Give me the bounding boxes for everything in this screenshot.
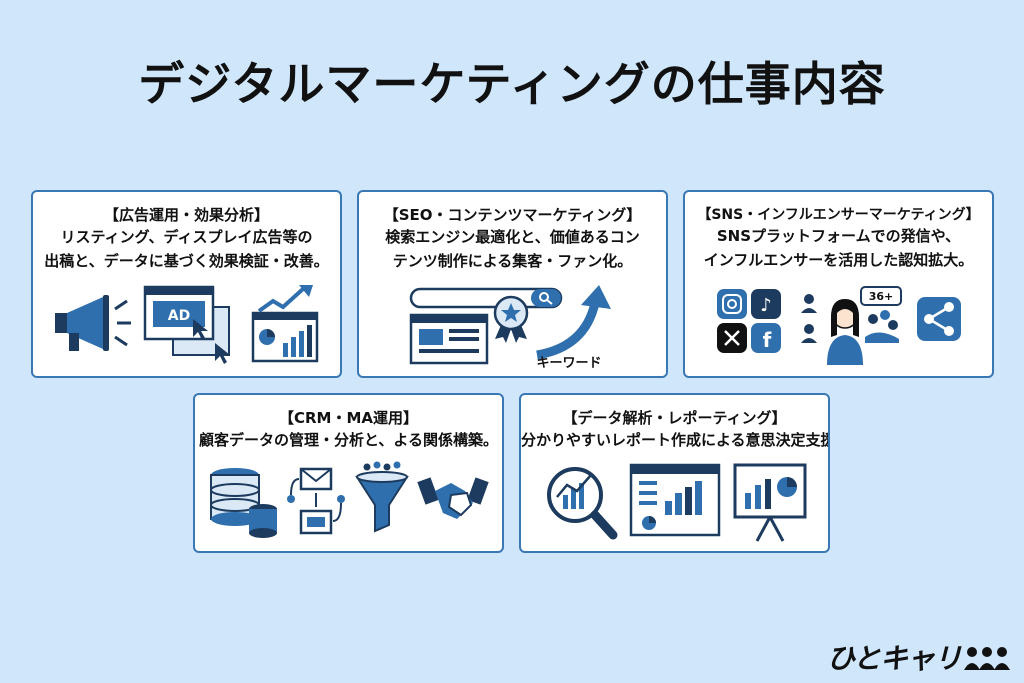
- logo-text: ひとキャリ: [826, 642, 962, 675]
- instagram-icon: [717, 289, 747, 319]
- card-heading: 【SNS・インフルエンサーマーケティング】: [697, 207, 980, 223]
- card-illustration: キーワード: [409, 285, 611, 371]
- card-description-line: 検索エンジン最適化と、価値あるコン: [385, 228, 640, 246]
- presentation-board-icon: [733, 463, 807, 542]
- card-description-line: SNSプラットフォームでの発信や、: [716, 227, 961, 245]
- card-heading: 【データ解析・レポーティング】: [562, 409, 787, 427]
- svg-text:f: f: [763, 328, 772, 352]
- email-flow-icon: [287, 467, 345, 535]
- badge-icon: [493, 295, 529, 343]
- card-illustration: AD: [55, 285, 319, 364]
- page-title: デジタルマーケティングの仕事内容: [138, 57, 886, 111]
- webpage-icon: [409, 313, 489, 365]
- share-icon: [917, 297, 961, 341]
- svg-text:♪: ♪: [760, 295, 772, 316]
- ad-label: AD: [168, 308, 190, 324]
- growth-chart-icon: [251, 285, 319, 363]
- follower-count: 36+: [869, 290, 894, 303]
- brand-logo: ひとキャリ: [827, 637, 1010, 677]
- card-heading: 【CRM・MA運用】: [278, 409, 419, 427]
- card-illustration: [547, 463, 807, 542]
- x-icon: [717, 323, 747, 353]
- card-description-line: 分かりやすいレポート作成による意思決定支援。: [521, 431, 830, 449]
- keyword-label: キーワード: [536, 356, 601, 371]
- card-heading: 【SEO・コンテンツマーケティング】: [383, 206, 642, 224]
- card-data-analysis: 【データ解析・レポーティング】 分かりやすいレポート作成による意思決定支援。: [519, 393, 830, 553]
- search-bar-icon: [409, 287, 563, 309]
- card-heading: 【広告運用・効果分析】: [103, 206, 269, 224]
- database-icon: [210, 468, 277, 538]
- card-description-line: テンツ制作による集客・ファン化。: [392, 252, 633, 270]
- card-crm-ma: 【CRM・MA運用】 顧客データの管理・分析と、よる関係構築。: [193, 393, 504, 553]
- dashboard-icon: [629, 463, 721, 537]
- card-sns-influencer: 【SNS・インフルエンサーマーケティング】 SNSプラットフォームでの発信や、 …: [683, 190, 994, 378]
- people-icon: [964, 647, 1010, 670]
- card-illustration: ♪ f 36+: [717, 286, 961, 365]
- card-ad-operation: 【広告運用・効果分析】 リスティング、ディスプレイ広告等の 出稿と、データに基づ…: [31, 190, 342, 378]
- magnifier-chart-icon: [547, 467, 618, 540]
- handshake-icon: [417, 477, 489, 519]
- tiktok-icon: ♪: [751, 289, 781, 319]
- rising-arrow-icon: キーワード: [536, 285, 611, 371]
- funnel-icon: [355, 461, 409, 533]
- card-illustration: [210, 461, 489, 538]
- card-description-line: インフルエンサーを活用した認知拡大。: [703, 251, 974, 269]
- card-seo-content: 【SEO・コンテンツマーケティング】 検索エンジン最適化と、価値あるコン テンツ…: [357, 190, 668, 378]
- influencer-icon: 36+: [801, 286, 902, 365]
- card-description-line: 出稿と、データに基づく効果検証・改善。: [44, 252, 329, 270]
- card-description-line: 顧客データの管理・分析と、よる関係構築。: [199, 431, 498, 449]
- cursor-icon: [193, 319, 230, 364]
- megaphone-icon: [55, 295, 131, 351]
- card-description-line: リスティング、ディスプレイ広告等の: [60, 228, 313, 246]
- facebook-icon: f: [751, 323, 781, 353]
